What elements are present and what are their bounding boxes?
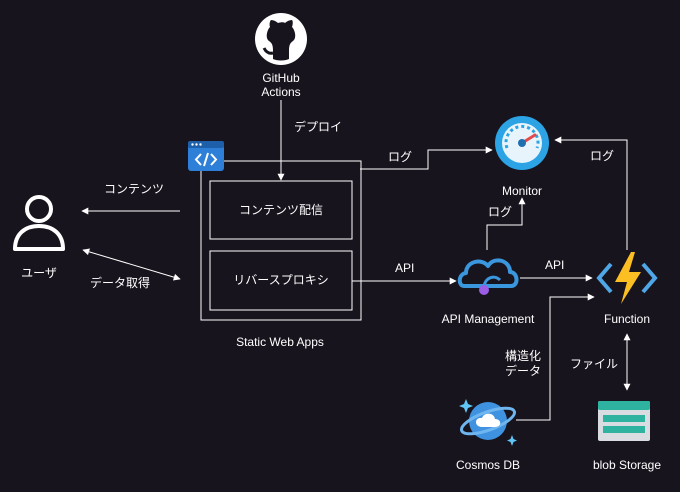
content-delivery-box[interactable] [209, 180, 353, 240]
apim-label: API Management [442, 312, 535, 326]
function-to-monitor-label: ログ [590, 149, 614, 163]
function-to-monitor-edge [554, 136, 628, 250]
static-web-apps-icon [188, 141, 224, 171]
user-swa-edge [82, 248, 181, 281]
function-blob-label: ファイル [570, 357, 618, 371]
apim-to-monitor-edge [486, 197, 526, 250]
apim-to-monitor-label: ログ [488, 205, 512, 219]
swa-to-monitor-edge [360, 146, 493, 170]
reverse-proxy-box[interactable] [209, 250, 353, 311]
proxy-to-apim-label: API [395, 261, 414, 275]
cosmos-to-function-label-1: 構造化 [505, 349, 541, 363]
user-label: ユーザ [21, 266, 57, 280]
function-lightning-icon [596, 252, 658, 304]
swa-to-monitor-label: ログ [388, 150, 412, 164]
monitor-gauge-icon [495, 116, 549, 170]
user-icon [13, 195, 65, 251]
content-delivery-label: コンテンツ配信 [239, 203, 323, 217]
user-swa-label: データ取得 [90, 275, 150, 290]
cosmos-label: Cosmos DB [456, 458, 520, 472]
github-label-2: Actions [261, 85, 300, 99]
github-label-1: GitHub [262, 71, 300, 85]
function-label: Function [604, 312, 650, 326]
github-icon [255, 13, 307, 65]
apim-to-function-label: API [545, 258, 564, 272]
reverse-proxy-label: リバースプロキシ [233, 273, 328, 287]
swa-label: Static Web Apps [236, 335, 324, 349]
cosmos-to-function-label-2: データ [505, 363, 541, 378]
swa-to-user-label: コンテンツ [104, 182, 164, 196]
monitor-label: Monitor [502, 184, 542, 198]
cosmos-db-icon [459, 399, 517, 446]
api-management-icon [457, 258, 519, 295]
deploy-edge-label: デプロイ [294, 119, 342, 134]
swa-container[interactable] [200, 160, 362, 321]
cosmos-to-function-edge [516, 293, 595, 421]
blob-storage-icon [598, 401, 650, 441]
blob-label: blob Storage [593, 458, 661, 472]
